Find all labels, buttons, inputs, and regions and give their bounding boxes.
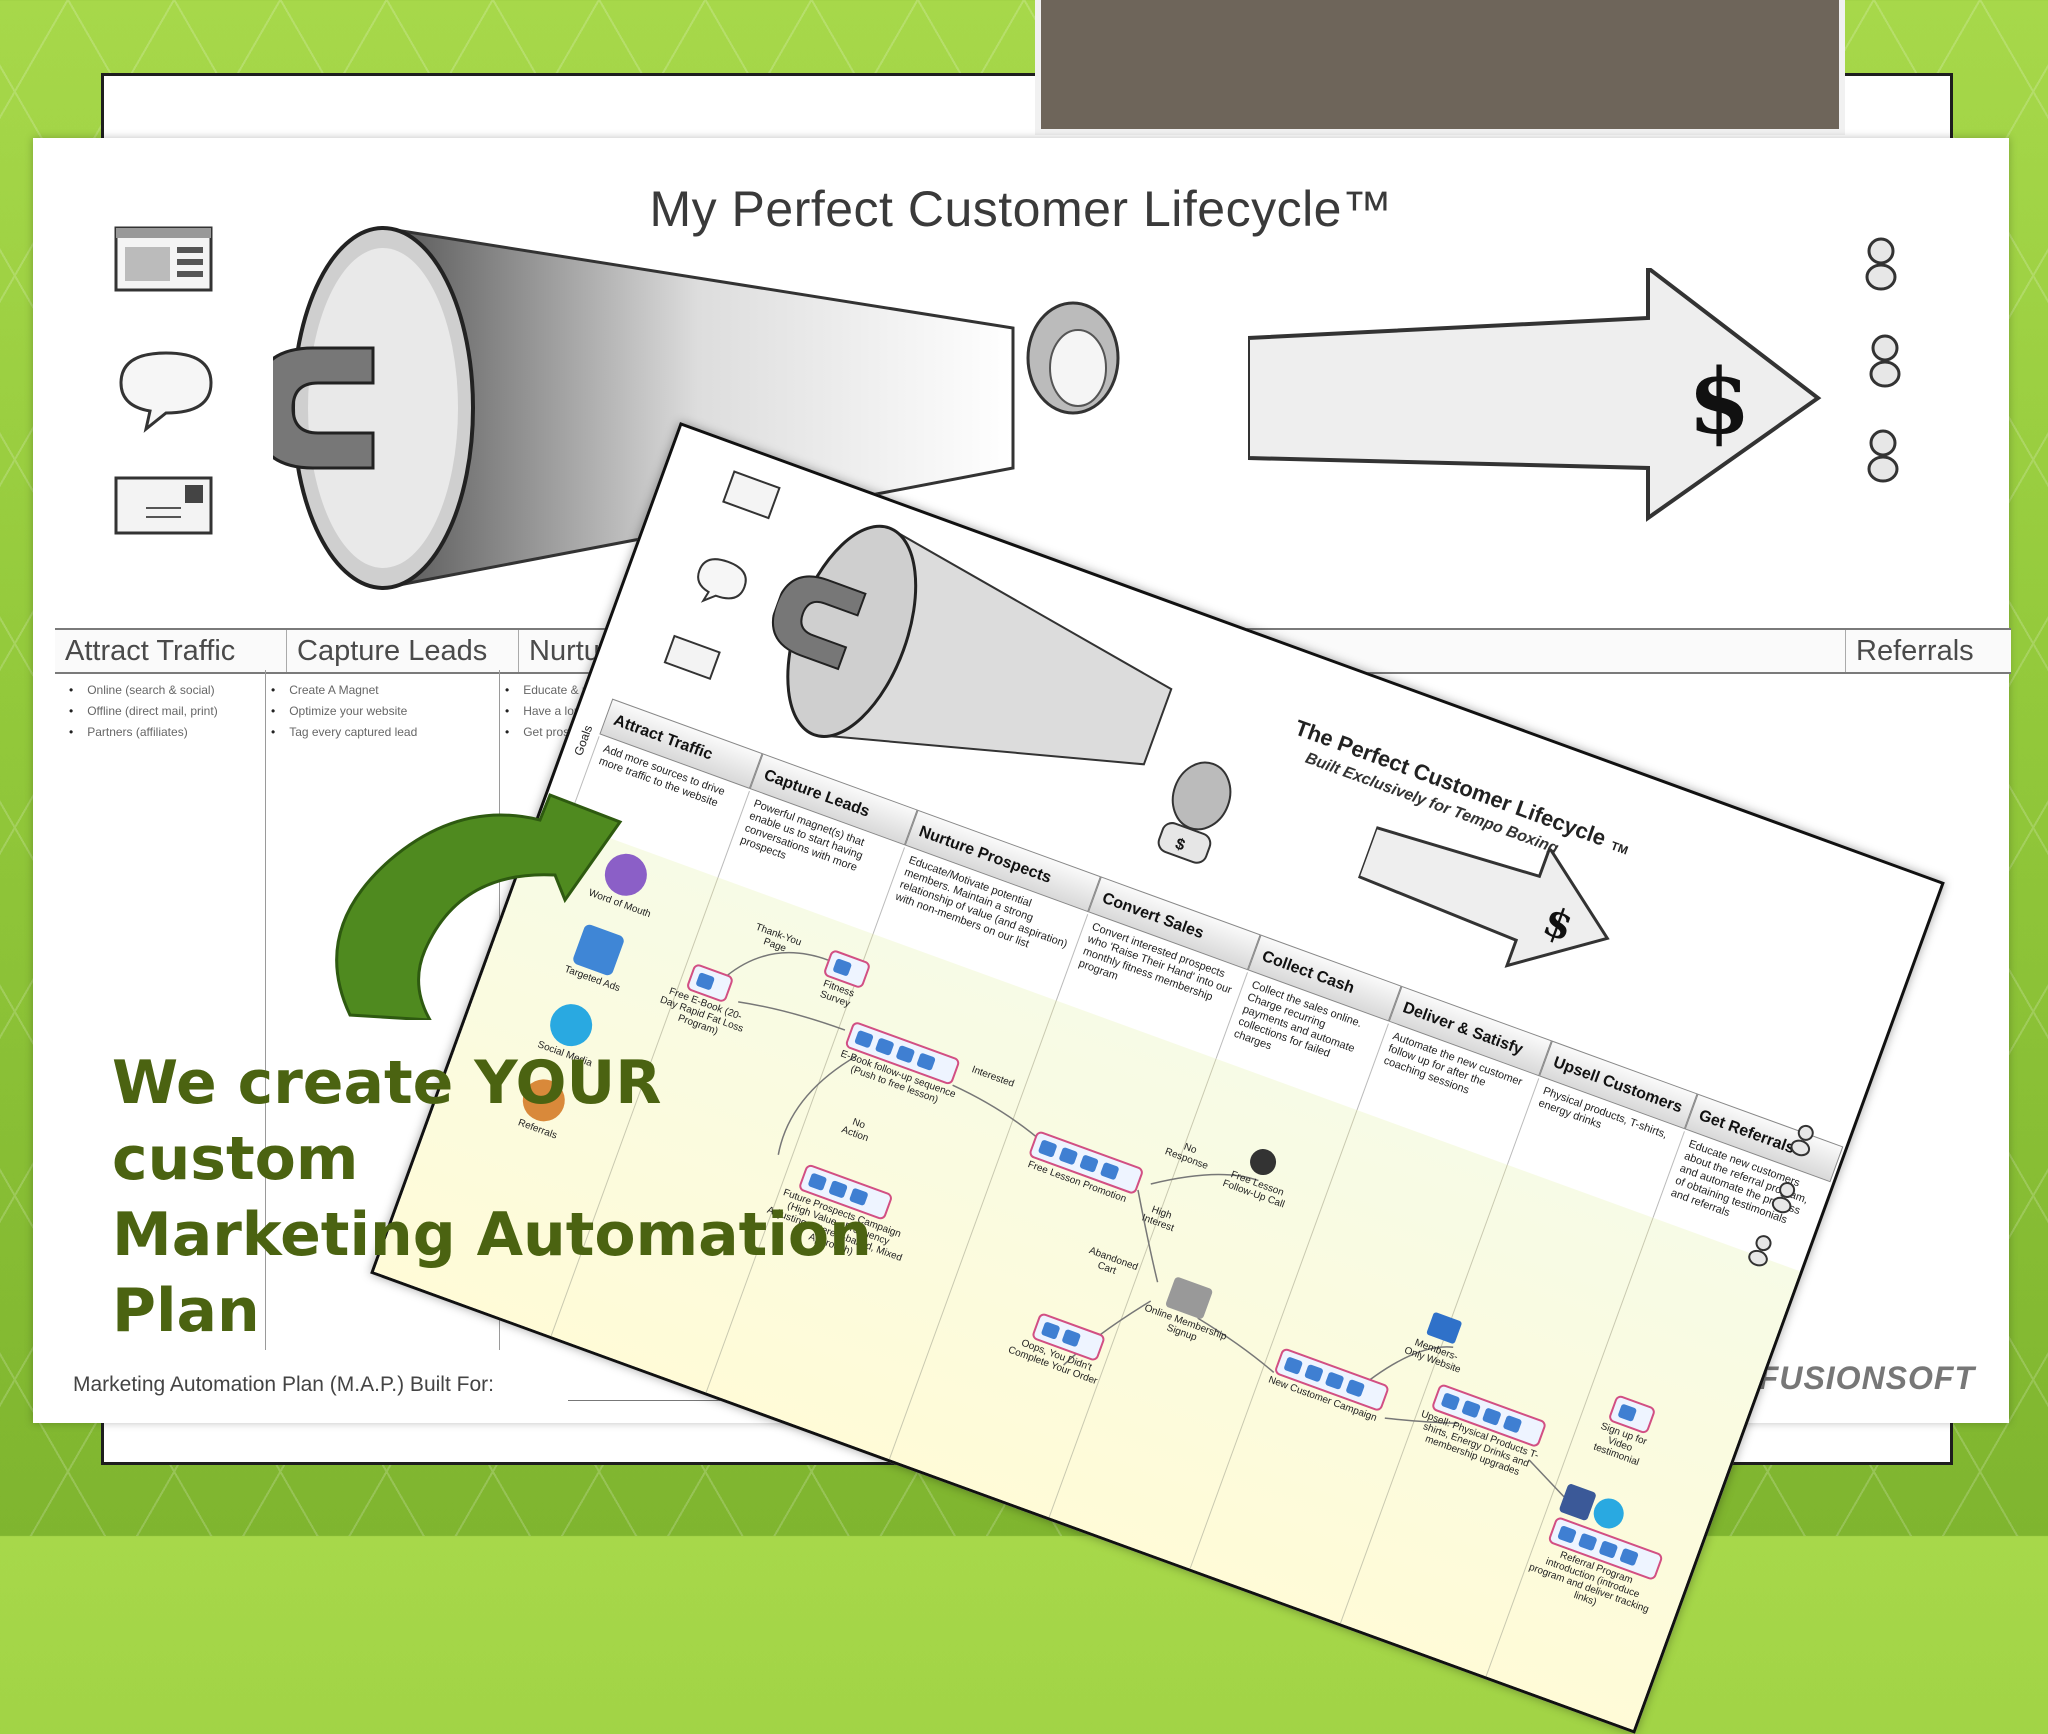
- front-revenue-arrow: $: [1356, 825, 1610, 968]
- magnet-icon: [273, 346, 375, 470]
- flow-connectors: [725, 951, 1576, 1510]
- column-divider: [265, 670, 266, 1350]
- map-built-for-label: Marketing Automation Plan (M.A.P.) Built…: [73, 1373, 494, 1396]
- bullet-item: Optimize your website: [271, 704, 417, 718]
- phase-capture-leads: Capture Leads: [287, 630, 519, 672]
- revenue-arrow: $: [1248, 268, 1822, 522]
- front-customers-icon: [1748, 1124, 1814, 1267]
- dollar-icon: $: [1688, 349, 1751, 455]
- customer-person-icon: [1026, 301, 1120, 415]
- phase-attract-traffic: Attract Traffic: [55, 630, 287, 672]
- attract-traffic-bullets: Online (search & social) Offline (direct…: [69, 683, 218, 746]
- cta-line: Marketing Automation: [112, 1200, 872, 1270]
- cta-text: We create YOUR custom Marketing Automati…: [112, 1045, 872, 1349]
- speech-bubble-icon: [697, 558, 747, 603]
- bullet-item: Offline (direct mail, print): [69, 704, 217, 718]
- placeholder-box: [1035, 0, 1845, 135]
- channel-icons: [114, 226, 213, 535]
- cta-line: Plan: [112, 1276, 260, 1346]
- phase-referrals: Referrals: [1845, 630, 2011, 672]
- speech-bubble-icon: [119, 351, 213, 433]
- front-person-icon: $: [1157, 761, 1232, 864]
- magnet-icon: [772, 575, 867, 671]
- bullet-item: Tag every captured lead: [271, 725, 417, 739]
- mail-icon: [663, 634, 721, 681]
- cta-line: We create YOUR: [112, 1048, 662, 1118]
- browser-icon: [722, 470, 781, 520]
- trademark-mark: TM: [1608, 838, 1631, 858]
- browser-icon: [114, 226, 213, 292]
- bullet-item: Online (search & social): [69, 683, 218, 697]
- front-funnel-illustration: [772, 524, 1173, 766]
- mail-icon: [114, 476, 213, 535]
- customers-group-icon: [1865, 237, 1901, 483]
- bullet-item: Partners (affiliates): [69, 725, 218, 739]
- curved-arrow-icon: [335, 793, 623, 1020]
- bullet-item: Create A Magnet: [271, 683, 417, 697]
- capture-leads-bullets: Create A Magnet Optimize your website Ta…: [271, 683, 417, 746]
- front-lifecycle-sheet: The Perfect Customer LifecycleTM Built E…: [370, 422, 1945, 1734]
- front-channel-icons: [663, 470, 781, 681]
- back-sheet-title: My Perfect Customer Lifecycle™: [649, 181, 1393, 237]
- cta-line: custom: [112, 1124, 359, 1194]
